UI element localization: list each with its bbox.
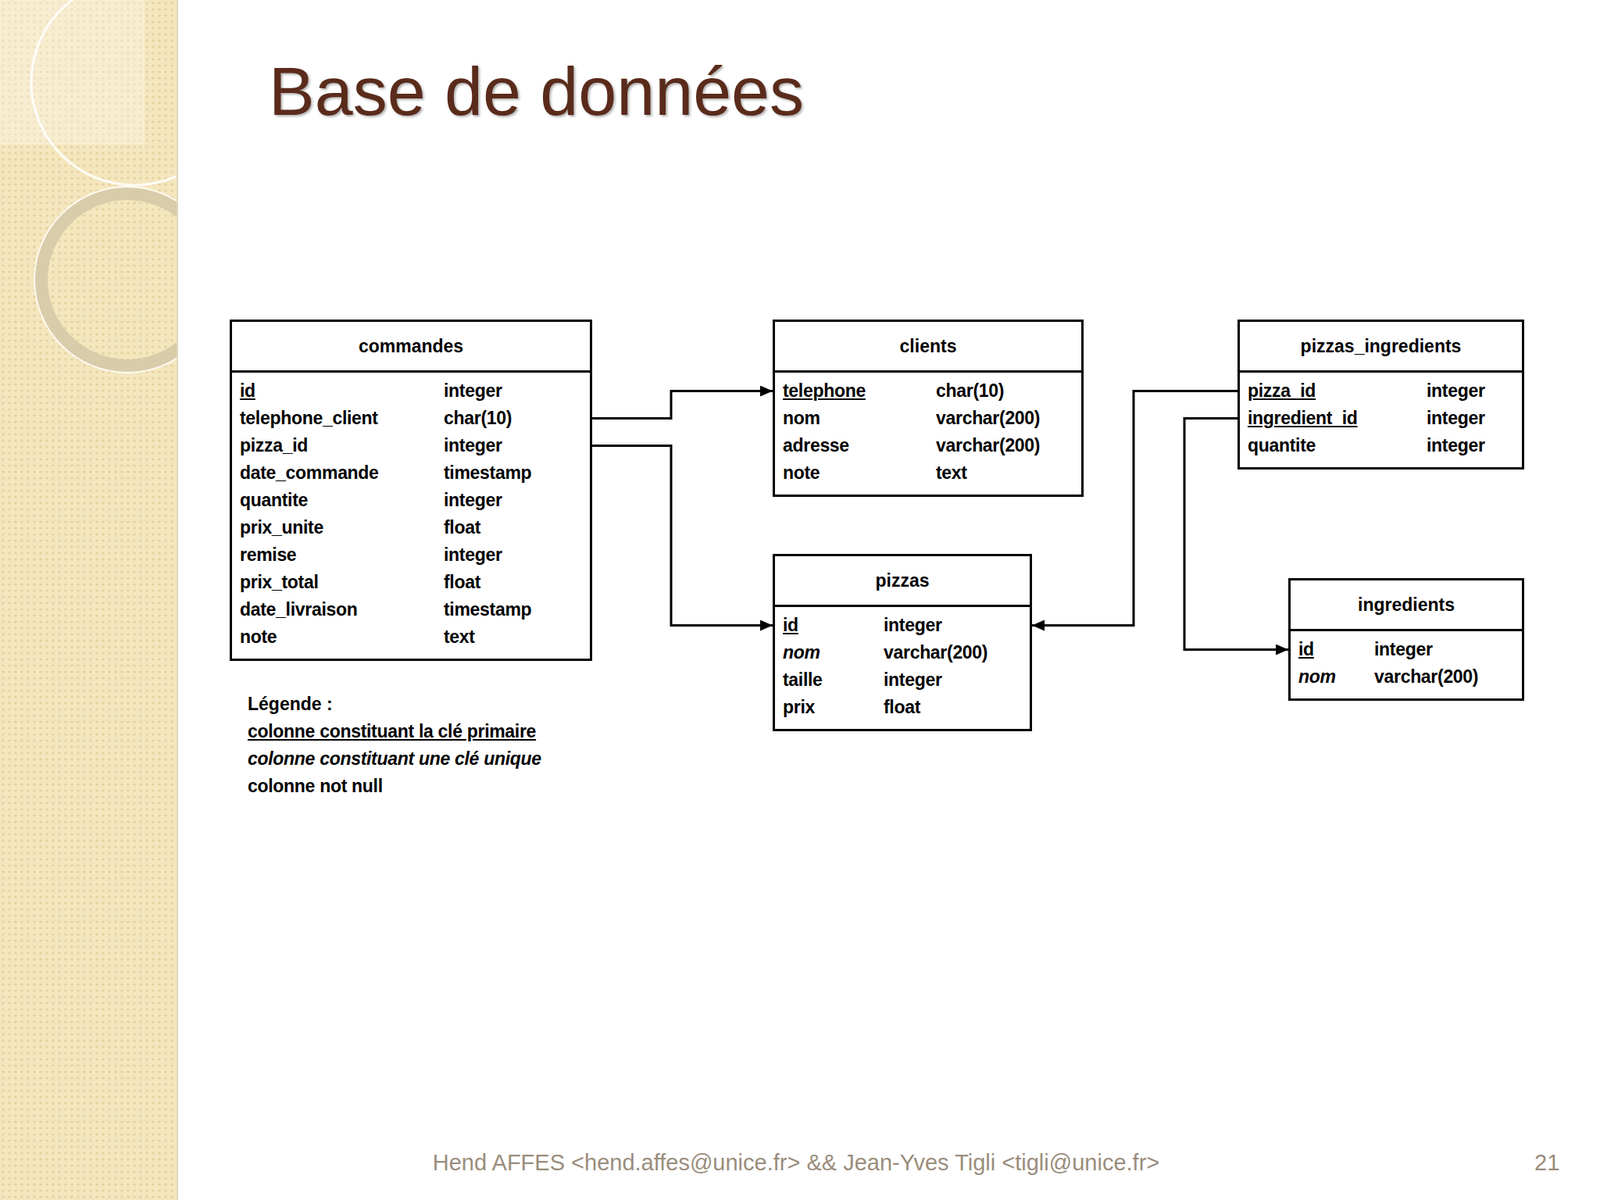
panel-ring: [41, 193, 179, 366]
legend-heading: Légende :: [247, 689, 333, 718]
column-name: nom: [782, 639, 884, 667]
table-box: clientstelephonechar(10)nomvarchar(200)a…: [772, 319, 1084, 497]
table-body: telephonechar(10)nomvarchar(200)adressev…: [775, 372, 1082, 495]
column-type: float: [883, 693, 988, 722]
table-name: commandes: [232, 321, 590, 373]
column-name: ingredient_id: [1247, 404, 1427, 433]
column-type: integer: [443, 377, 532, 405]
table-body: idintegernomvarchar(200)tailleintegerpri…: [775, 607, 1030, 729]
table-name: pizzas: [775, 556, 1030, 608]
table-body: idintegertelephone_clientchar(10)pizza_i…: [232, 372, 590, 659]
column-type: varchar(200): [1374, 663, 1479, 691]
column-type: float: [443, 568, 532, 597]
column-type: integer: [1426, 432, 1486, 460]
column-name: quantite: [239, 486, 444, 515]
column-name: date_livraison: [239, 596, 444, 624]
column-name: telephone_client: [239, 404, 444, 433]
column-type: integer: [443, 486, 532, 515]
table-body: idintegernomvarchar(200): [1290, 631, 1522, 699]
column-name: prix: [782, 693, 884, 722]
foreign-key-arrow: [592, 446, 773, 626]
column-name: note: [782, 459, 936, 487]
column-type: timestamp: [443, 596, 532, 624]
table-name: pizzas_ingredients: [1239, 321, 1522, 373]
column-name: prix_unite: [239, 514, 444, 542]
column-type: timestamp: [443, 459, 532, 487]
foreign-key-arrow: [592, 391, 773, 419]
column-type: integer: [883, 666, 988, 694]
column-type: integer: [883, 611, 988, 640]
column-name: nom: [1298, 663, 1375, 691]
column-type: varchar(200): [935, 404, 1040, 433]
column-type: integer: [1426, 404, 1486, 433]
column-name: quantite: [1247, 432, 1427, 460]
column-name: adresse: [782, 432, 936, 460]
column-type: integer: [1426, 377, 1486, 405]
column-type: varchar(200): [883, 639, 988, 667]
column-name: prix_total: [239, 568, 444, 597]
table-body: pizza_idintegeringredient_idintegerquant…: [1239, 372, 1522, 468]
column-name: pizza_id: [239, 432, 444, 460]
column-name: id: [1298, 635, 1375, 664]
slide-title: Base de données: [268, 48, 804, 135]
page-number: 21: [1534, 1148, 1560, 1177]
column-name: pizza_id: [1247, 377, 1427, 405]
column-name: remise: [239, 541, 444, 569]
column-name: taille: [782, 666, 884, 694]
legend-entry: colonne constituant une clé unique: [247, 745, 542, 773]
panel-ring-edge: [34, 186, 179, 373]
column-type: float: [443, 514, 532, 542]
panel-circle: [31, 0, 179, 186]
column-name: note: [239, 623, 444, 651]
table-name: ingredients: [1290, 580, 1522, 632]
table-box: ingredientsidintegernomvarchar(200): [1288, 578, 1525, 701]
panel-ground: [0, 0, 179, 1200]
panel-edge: [176, 0, 179, 1200]
legend-text: colonne constituant une clé unique: [247, 745, 542, 773]
legend-text: colonne not null: [247, 772, 383, 800]
legend: colonne constituant la clé primairecolon…: [247, 717, 542, 800]
legend-entry: colonne constituant la clé primaire: [247, 717, 542, 746]
column-name: telephone: [782, 377, 936, 405]
column-type: text: [443, 623, 532, 651]
column-type: char(10): [935, 377, 1040, 405]
footer-credit: Hend AFFES <hend.affes@unice.fr> && Jean…: [432, 1148, 1160, 1177]
column-name: date_commande: [239, 459, 444, 487]
panel-square: [0, 0, 145, 145]
column-type: char(10): [443, 404, 532, 433]
column-name: id: [782, 611, 884, 640]
table-box: pizzasidintegernomvarchar(200)tailleinte…: [772, 553, 1033, 732]
side-panel: [0, 0, 179, 1200]
column-type: integer: [1374, 635, 1479, 664]
column-type: varchar(200): [935, 432, 1040, 460]
column-name: id: [239, 377, 444, 405]
table-box: pizzas_ingredientspizza_idintegeringredi…: [1237, 319, 1525, 470]
column-name: nom: [782, 404, 936, 433]
legend-entry: colonne not null: [247, 772, 542, 800]
column-type: integer: [443, 541, 532, 569]
table-box: commandesidintegertelephone_clientchar(1…: [229, 319, 593, 661]
column-type: integer: [443, 432, 532, 460]
table-name: clients: [775, 321, 1082, 373]
legend-text: colonne constituant la clé primaire: [247, 717, 536, 746]
column-type: text: [935, 459, 1040, 487]
